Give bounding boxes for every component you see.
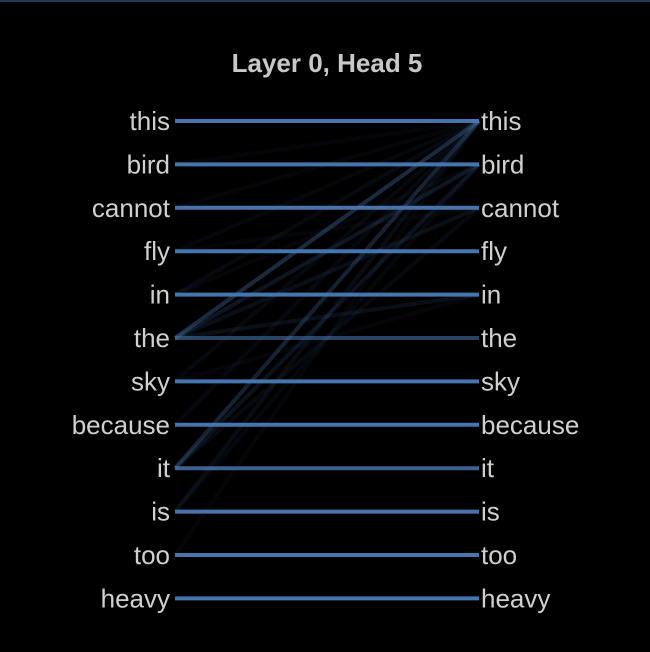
attention-line bbox=[173, 119, 481, 427]
right-token-label[interactable]: is bbox=[481, 497, 500, 527]
right-token-label[interactable]: because bbox=[481, 410, 579, 440]
left-token-label[interactable]: bird bbox=[127, 149, 170, 179]
left-token-label[interactable]: it bbox=[157, 453, 171, 483]
attention-line bbox=[173, 162, 481, 470]
right-token-label[interactable]: it bbox=[481, 453, 495, 483]
left-token-label[interactable]: fly bbox=[144, 236, 170, 266]
left-token-label[interactable]: the bbox=[134, 323, 170, 353]
left-token-label[interactable]: heavy bbox=[101, 583, 170, 613]
right-token-label[interactable]: in bbox=[481, 280, 501, 310]
attention-line bbox=[173, 119, 481, 340]
left-token-label[interactable]: because bbox=[72, 410, 170, 440]
right-token-label[interactable]: heavy bbox=[481, 583, 550, 613]
diagram-title: Layer 0, Head 5 bbox=[232, 48, 423, 78]
left-token-label[interactable]: is bbox=[151, 497, 170, 527]
attention-line bbox=[174, 205, 480, 340]
left-token-label[interactable]: in bbox=[150, 280, 170, 310]
right-token-label[interactable]: the bbox=[481, 323, 517, 353]
right-token-label[interactable]: sky bbox=[481, 366, 520, 396]
attention-line bbox=[174, 119, 480, 167]
right-token-label[interactable]: too bbox=[481, 540, 517, 570]
left-token-column: this bird cannot fly in the sky because it is too h… bbox=[72, 106, 171, 613]
right-token-label[interactable]: bird bbox=[481, 149, 524, 179]
left-token-label[interactable]: cannot bbox=[92, 193, 171, 223]
right-token-column: this bird cannot fly in the sky because it is too h… bbox=[481, 106, 579, 613]
attention-line bbox=[174, 292, 480, 340]
right-token-label[interactable]: fly bbox=[481, 236, 507, 266]
attention-lines bbox=[173, 119, 481, 601]
left-token-label[interactable]: sky bbox=[131, 366, 170, 396]
right-token-label[interactable]: cannot bbox=[481, 193, 560, 223]
attention-line bbox=[174, 119, 480, 254]
left-token-label[interactable]: too bbox=[134, 540, 170, 570]
attention-line bbox=[173, 119, 481, 513]
attention-line bbox=[174, 205, 480, 254]
attention-line bbox=[174, 162, 480, 297]
right-token-label[interactable]: this bbox=[481, 106, 521, 136]
left-token-label[interactable]: this bbox=[130, 106, 170, 136]
